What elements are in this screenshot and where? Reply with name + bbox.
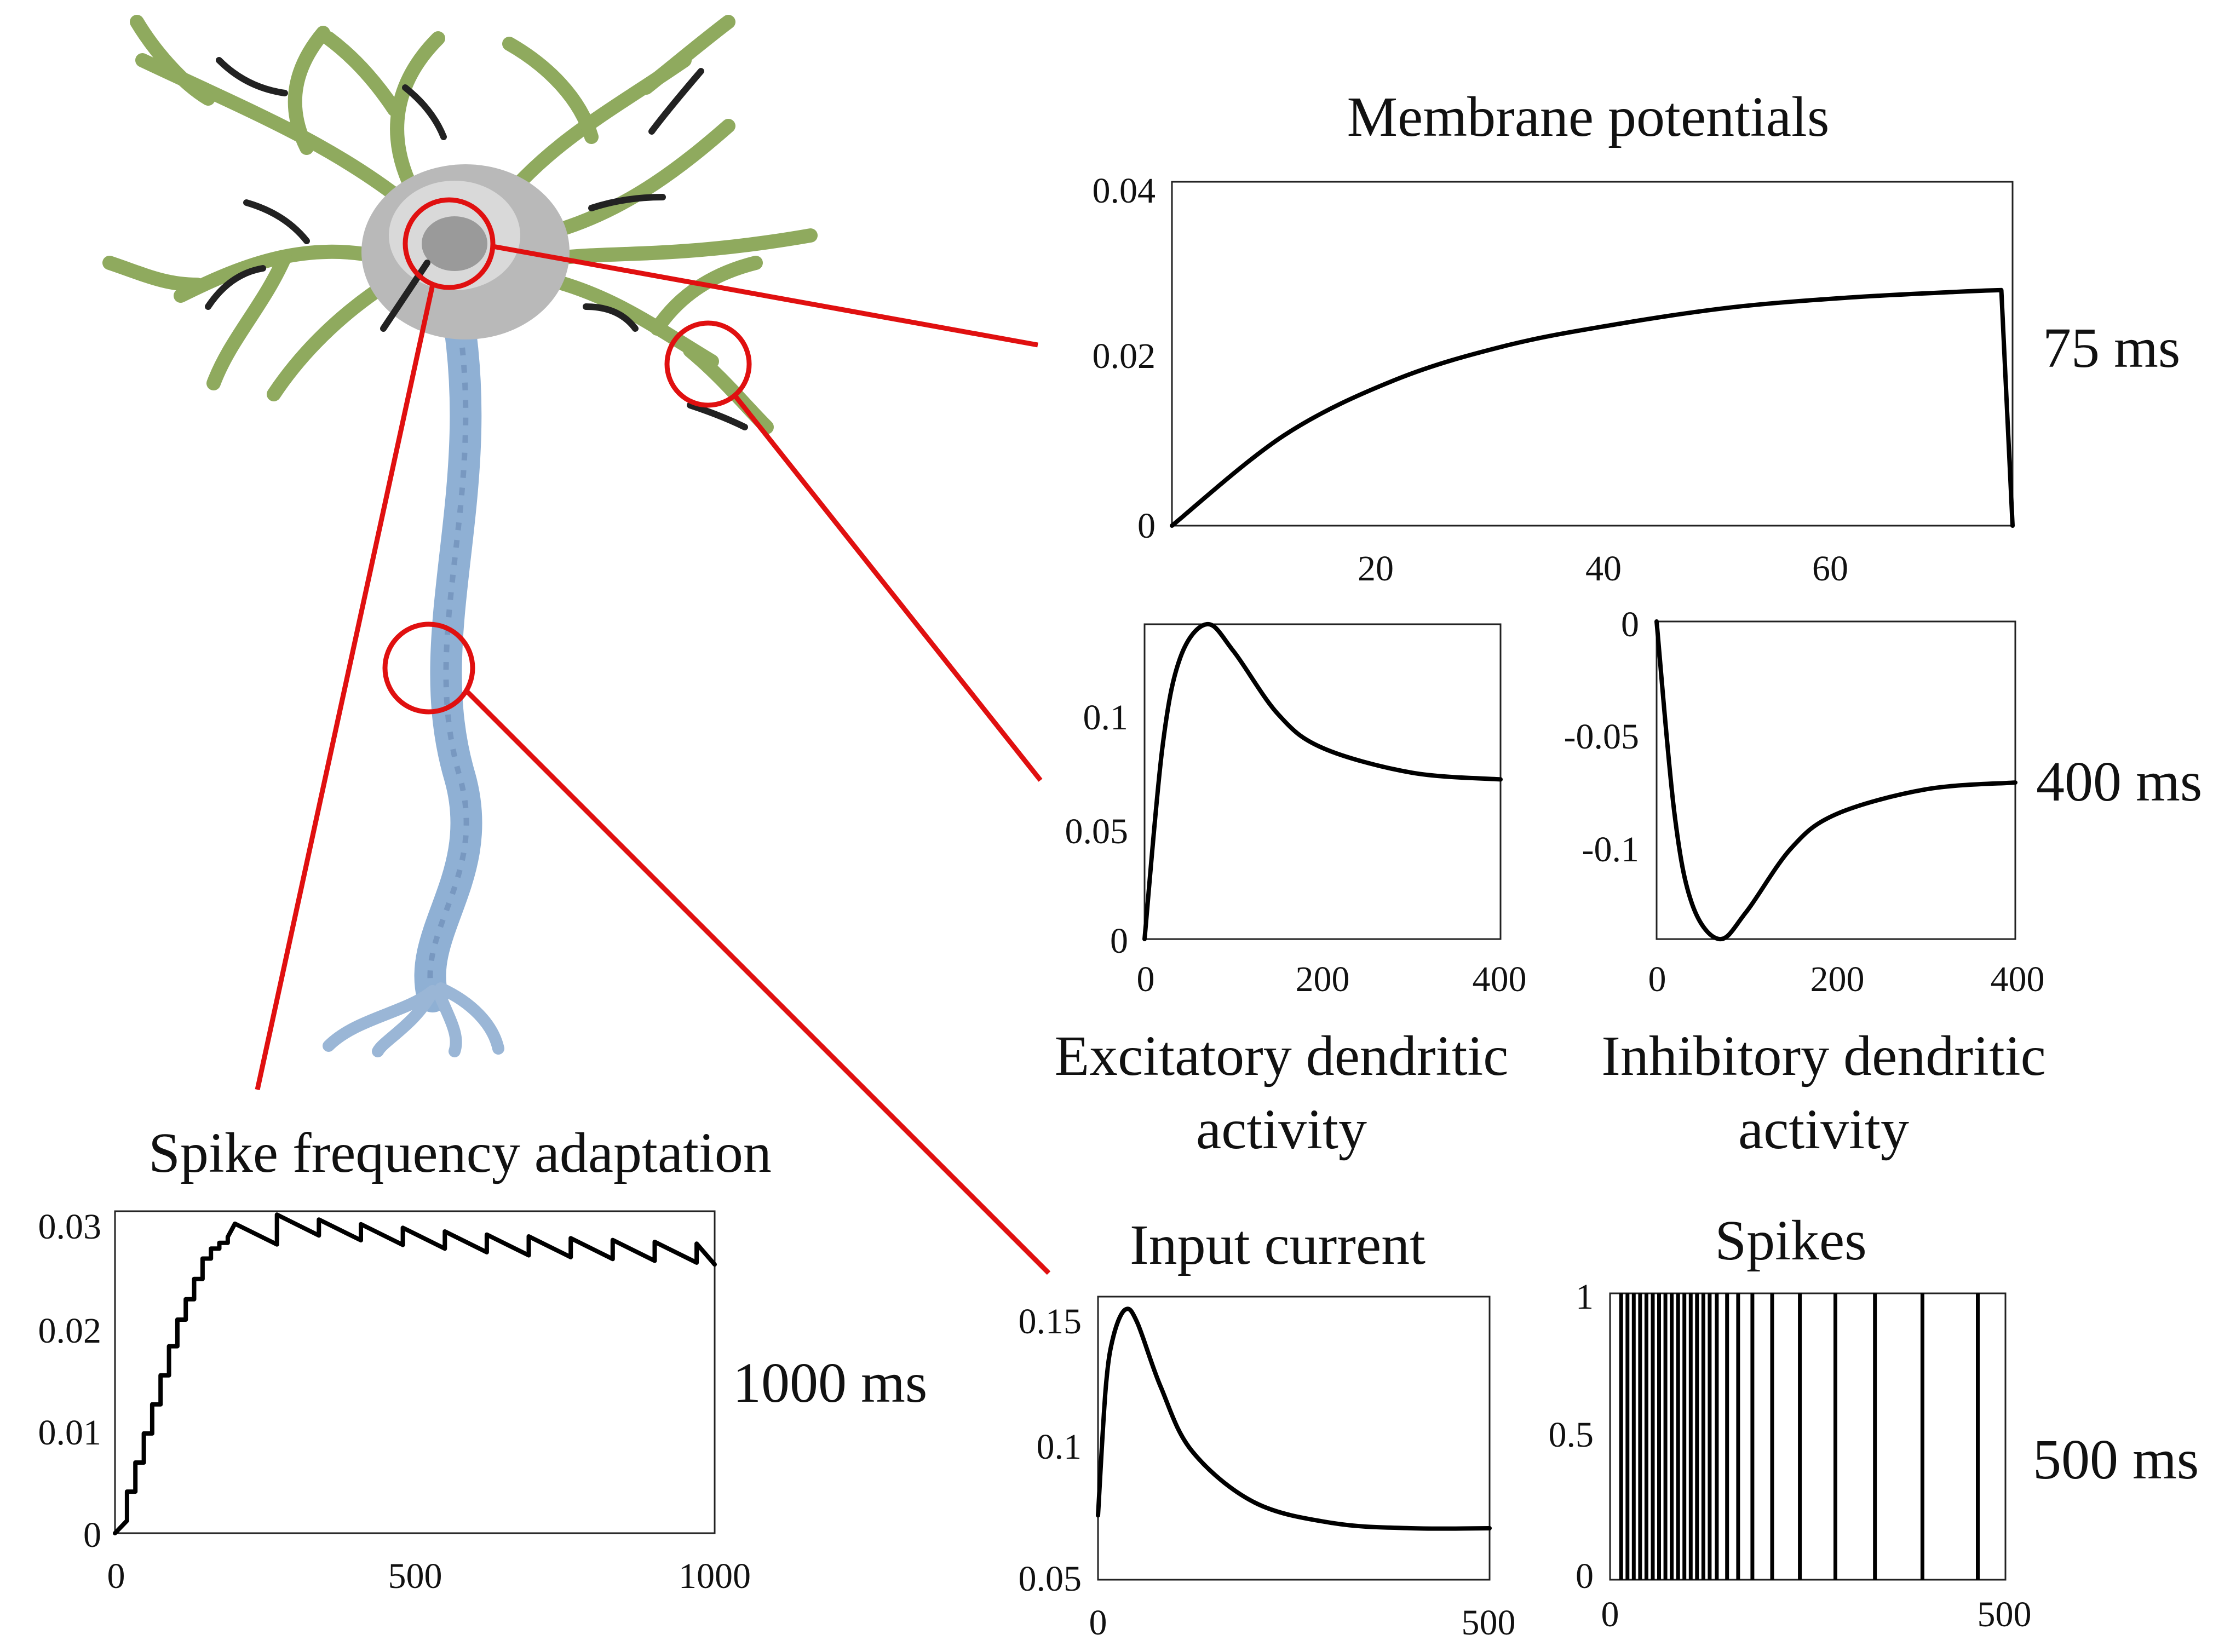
excitatory-plot-frame bbox=[1143, 623, 1502, 940]
spikes-xtick-0: 0 bbox=[1601, 1595, 1619, 1634]
dendrite-to-activity-line bbox=[732, 393, 1043, 782]
callout-lines bbox=[255, 197, 1051, 1275]
sfa-title: Spike frequency adaptation bbox=[148, 1121, 772, 1184]
activity-duration: 400 ms bbox=[2036, 750, 2202, 813]
inhibitory-title-line1: Inhibitory dendritic bbox=[1601, 1024, 2046, 1087]
axon-callout-circle bbox=[382, 621, 475, 715]
membrane-ytick-0: 0.04 bbox=[1093, 171, 1156, 211]
spikes-xtick-1: 500 bbox=[1978, 1595, 2032, 1634]
spike-frequency-adaptation-curve bbox=[113, 1212, 717, 1535]
inhibitory-xtick-1: 200 bbox=[1810, 959, 1865, 999]
inhibitory-xtick-2: 400 bbox=[1991, 959, 2045, 999]
input-current-curve bbox=[1096, 1306, 1492, 1531]
spikes-title: Spikes bbox=[1715, 1209, 1866, 1272]
sfa-ytick-1: 0.02 bbox=[38, 1311, 102, 1351]
excitatory-dendritic-curve bbox=[1142, 621, 1503, 941]
excitatory-xtick-1: 200 bbox=[1296, 959, 1350, 999]
membrane-xtick-0: 20 bbox=[1358, 549, 1394, 589]
sfa-ytick-0: 0.03 bbox=[38, 1207, 102, 1247]
excitatory-xtick-0: 0 bbox=[1137, 959, 1155, 999]
input-plot-frame bbox=[1097, 1296, 1491, 1581]
membrane-ytick-2: 0 bbox=[1137, 506, 1156, 546]
inhibitory-xtick-0: 0 bbox=[1648, 959, 1666, 999]
input-title: Input current bbox=[1130, 1213, 1425, 1276]
soma-to-membrane-line bbox=[492, 244, 1038, 348]
inhibitory-plot-frame bbox=[1656, 620, 2016, 940]
spike-train bbox=[1619, 1293, 1980, 1580]
spikes-duration: 500 ms bbox=[2033, 1428, 2199, 1491]
input-ytick-0: 0.15 bbox=[1019, 1302, 1082, 1342]
excitatory-xtick-2: 400 bbox=[1473, 959, 1527, 999]
inhibitory-title-line2: activity bbox=[1738, 1098, 1909, 1161]
spikes-ytick-2: 0 bbox=[1576, 1556, 1594, 1596]
neuron-illustration bbox=[102, 15, 818, 1057]
excitatory-title-line2: activity bbox=[1196, 1098, 1367, 1161]
spikes-plot-frame bbox=[1609, 1292, 2007, 1581]
axon-to-input-line bbox=[463, 688, 1051, 1275]
input-ytick-2: 0.05 bbox=[1019, 1559, 1082, 1599]
membrane-xtick-1: 40 bbox=[1585, 549, 1622, 589]
membrane-xtick-2: 60 bbox=[1812, 549, 1848, 589]
inhibitory-ytick-0: 0 bbox=[1621, 605, 1639, 644]
membrane-plot-frame bbox=[1171, 181, 2014, 527]
sfa-xtick-0: 0 bbox=[107, 1556, 125, 1596]
sfa-ytick-2: 0.01 bbox=[38, 1413, 102, 1453]
excitatory-title-line1: Excitatory dendritic bbox=[1055, 1024, 1509, 1087]
soma-callout-circle bbox=[403, 197, 496, 290]
input-xtick-0: 0 bbox=[1089, 1603, 1107, 1643]
membrane-duration: 75 ms bbox=[2043, 316, 2180, 379]
membrane-potential-curve bbox=[1170, 287, 2015, 528]
excitatory-ytick-1: 0.05 bbox=[1065, 811, 1129, 851]
inhibitory-ytick-2: -0.1 bbox=[1582, 830, 1639, 870]
spikes-ytick-1: 0.5 bbox=[1549, 1415, 1594, 1455]
sfa-xtick-2: 1000 bbox=[679, 1556, 751, 1596]
dendrite-callout-circle bbox=[664, 320, 752, 408]
inhibitory-ytick-1: -0.05 bbox=[1564, 717, 1639, 757]
sfa-ytick-3: 0 bbox=[83, 1515, 101, 1555]
input-xtick-1: 500 bbox=[1462, 1603, 1516, 1643]
sfa-xtick-1: 500 bbox=[388, 1556, 442, 1596]
membrane-ytick-1: 0.02 bbox=[1093, 336, 1156, 376]
excitatory-ytick-2: 0 bbox=[1110, 921, 1128, 961]
input-ytick-1: 0.1 bbox=[1037, 1427, 1082, 1467]
membrane-title: Membrane potentials bbox=[1347, 85, 1830, 148]
spikes-ytick-0: 1 bbox=[1576, 1277, 1594, 1317]
excitatory-ytick-0: 0.1 bbox=[1083, 698, 1129, 738]
soma-to-sfa-line bbox=[255, 284, 435, 1090]
inhibitory-dendritic-curve bbox=[1654, 619, 2017, 942]
sfa-duration: 1000 ms bbox=[733, 1351, 927, 1414]
sfa-plot-frame bbox=[114, 1210, 716, 1534]
